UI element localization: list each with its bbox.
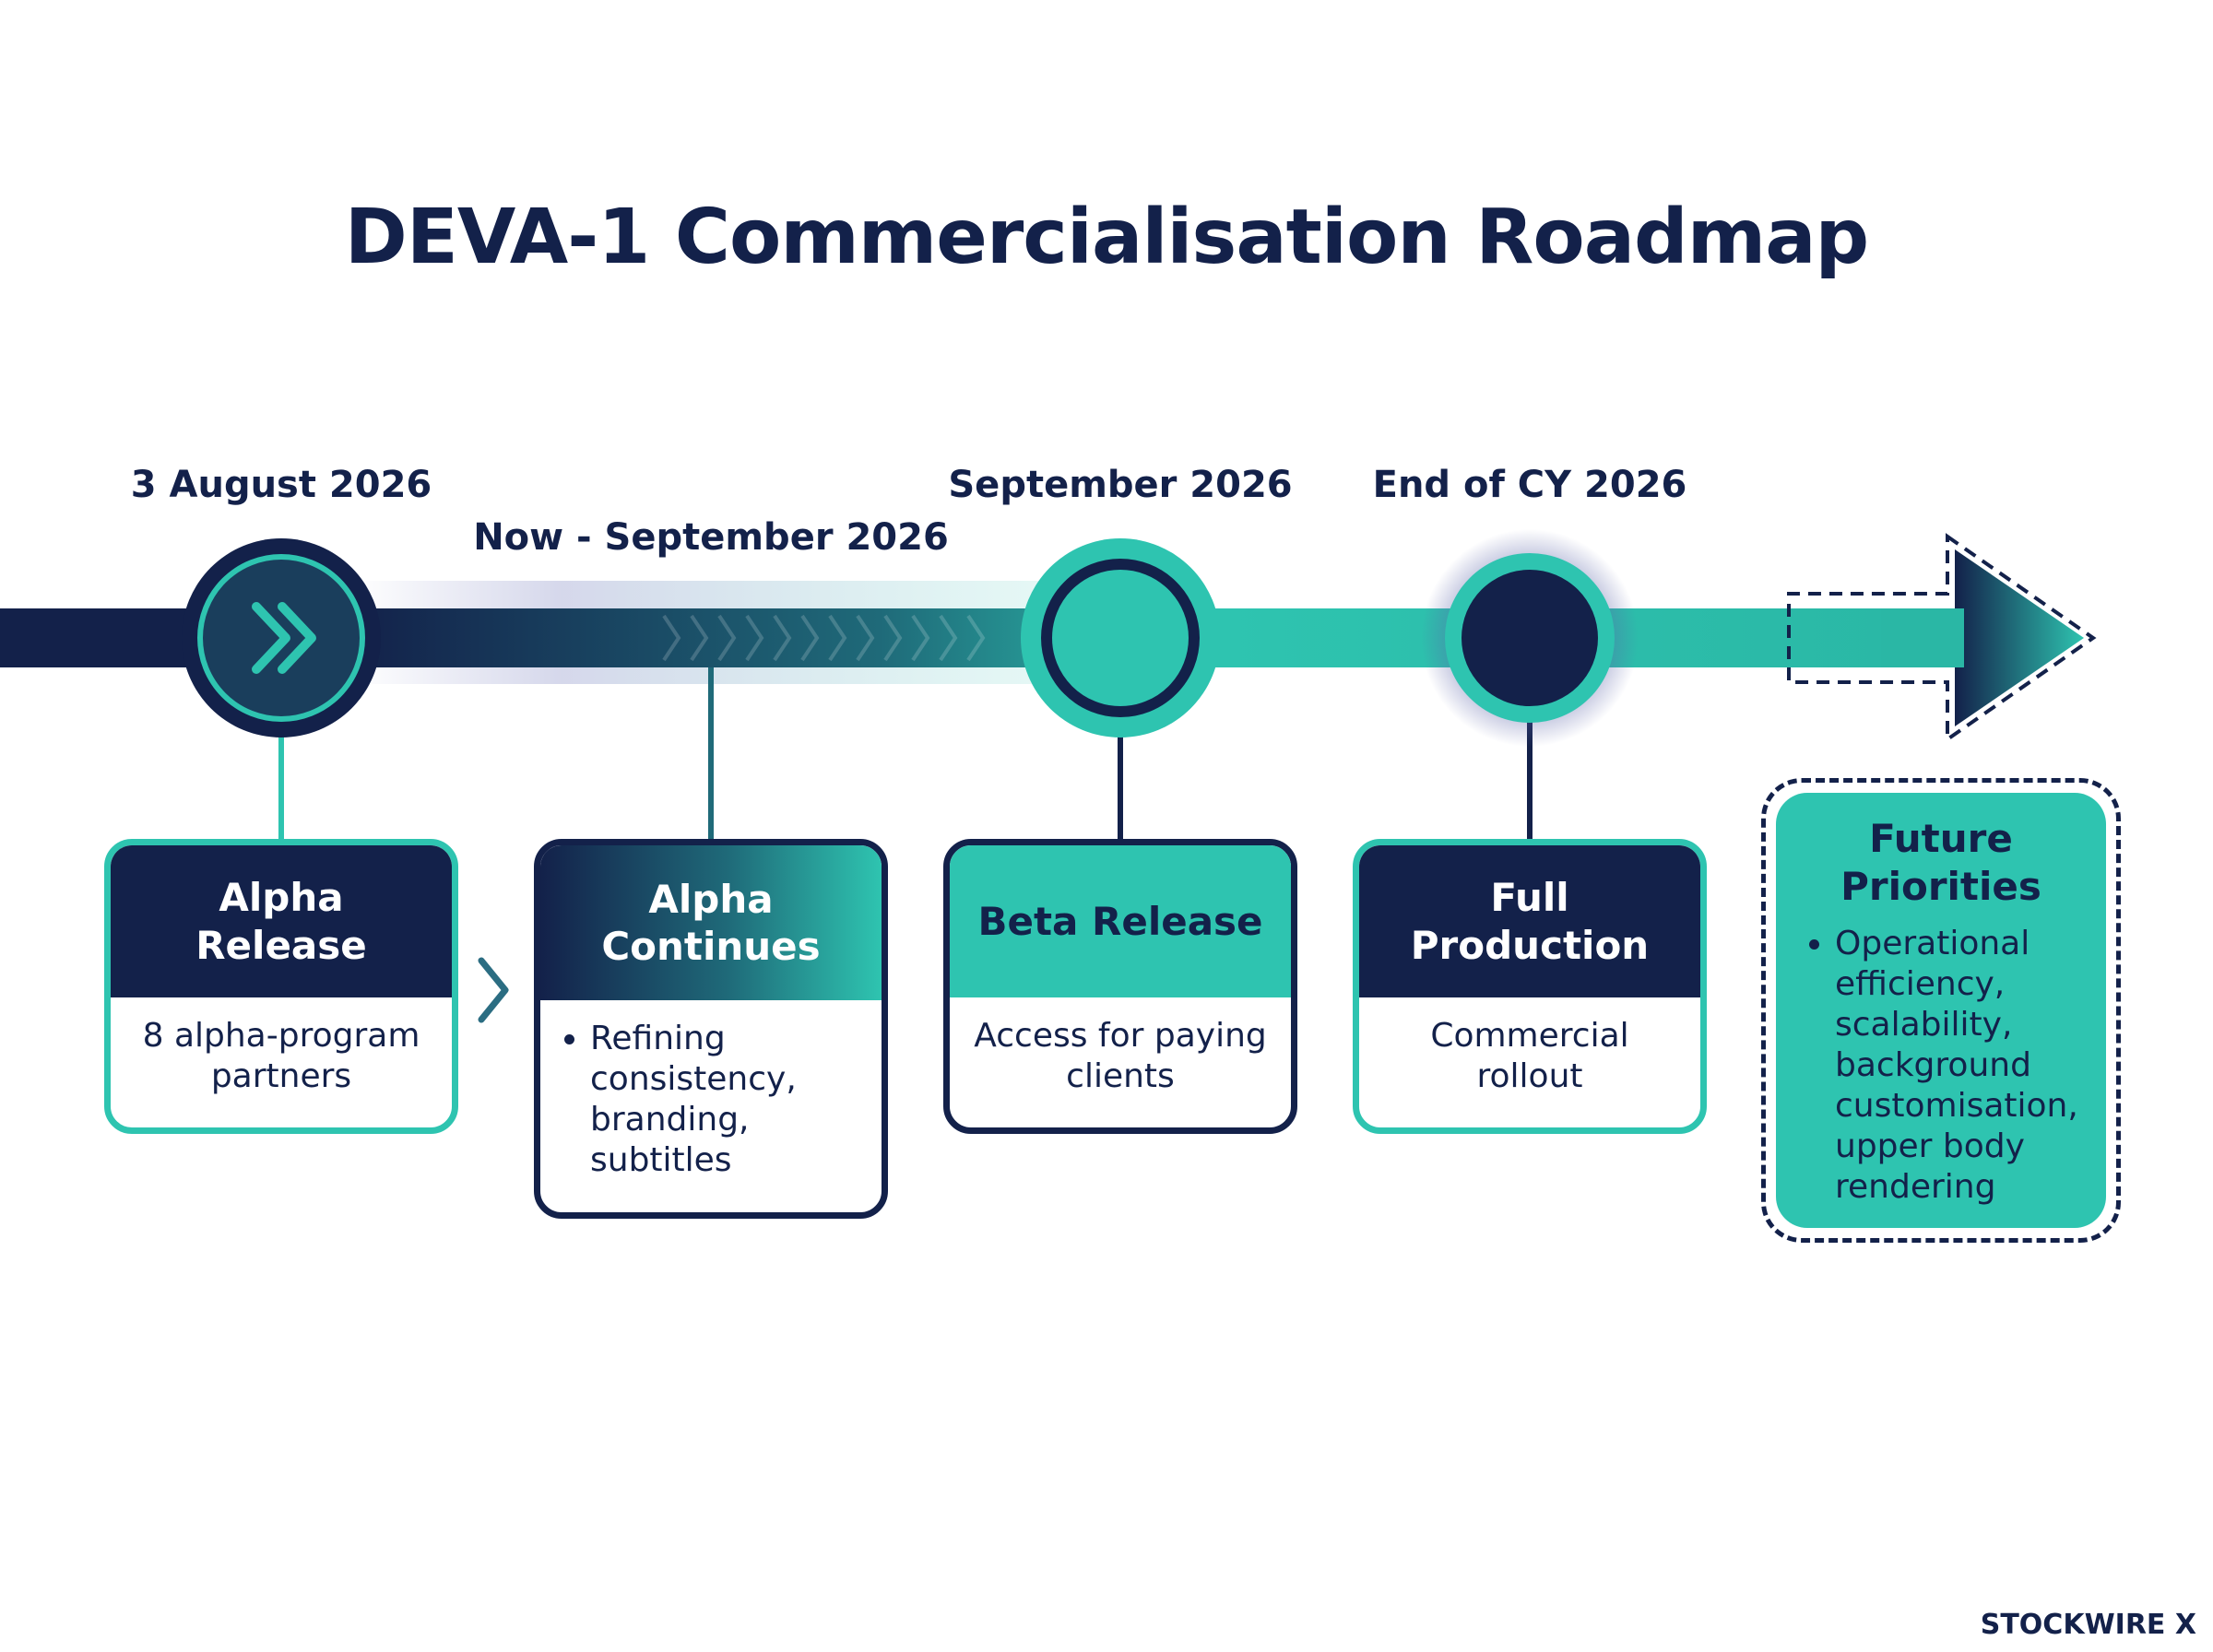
chevron-right-icon xyxy=(478,957,509,1023)
future-priorities-frame xyxy=(1761,778,2121,1243)
card-details: Refining consistency, branding, subtitle… xyxy=(540,1000,882,1181)
card-details: Operational efficiency, scalability, bac… xyxy=(1776,924,2106,1207)
card-full-production: Full Production Commercial rollout xyxy=(1353,839,1707,1134)
milestone-date-beta-release: September 2026 xyxy=(948,464,1293,506)
brand-logo: STOCKWIRE X xyxy=(1980,1609,2196,1641)
card-details: Access for paying clients xyxy=(974,1017,1267,1095)
card-heading: Alpha Release xyxy=(111,845,452,997)
card-heading: Alpha Continues xyxy=(540,845,882,1000)
double-chevron-icon xyxy=(252,602,316,674)
milestone-date-full-production: End of CY 2026 xyxy=(1372,464,1687,506)
timeline-chevrons xyxy=(662,614,986,662)
node-alpha-release xyxy=(182,538,381,738)
node-full-production xyxy=(1421,529,1639,747)
card-alpha-continues: Alpha Continues Refining consistency, br… xyxy=(534,839,888,1219)
card-heading: Full Production xyxy=(1359,845,1700,997)
timeline-arrow-head xyxy=(1787,533,2097,743)
page-title: DEVA-1 Commercialisation Roadmap xyxy=(344,194,1869,281)
card-alpha-release: Alpha Release 8 alpha-program partners xyxy=(104,839,458,1134)
card-heading: Future Priorities xyxy=(1840,816,2041,910)
card-details: 8 alpha-program partners xyxy=(142,1017,420,1095)
card-beta-release: Beta Release Access for paying clients xyxy=(943,839,1297,1134)
node-beta-release xyxy=(1021,538,1220,738)
milestone-date-alpha-continues: Now - September 2026 xyxy=(473,516,949,559)
card-heading: Beta Release xyxy=(950,845,1291,997)
card-details: Commercial rollout xyxy=(1430,1017,1629,1095)
detail-bullet: Refining consistency, branding, subtitle… xyxy=(590,1019,863,1181)
card-future-priorities: Future Priorities Operational efficiency… xyxy=(1776,793,2106,1228)
detail-bullet: Operational efficiency, scalability, bac… xyxy=(1835,924,2088,1207)
milestone-date-alpha-release: 3 August 2026 xyxy=(130,464,432,506)
